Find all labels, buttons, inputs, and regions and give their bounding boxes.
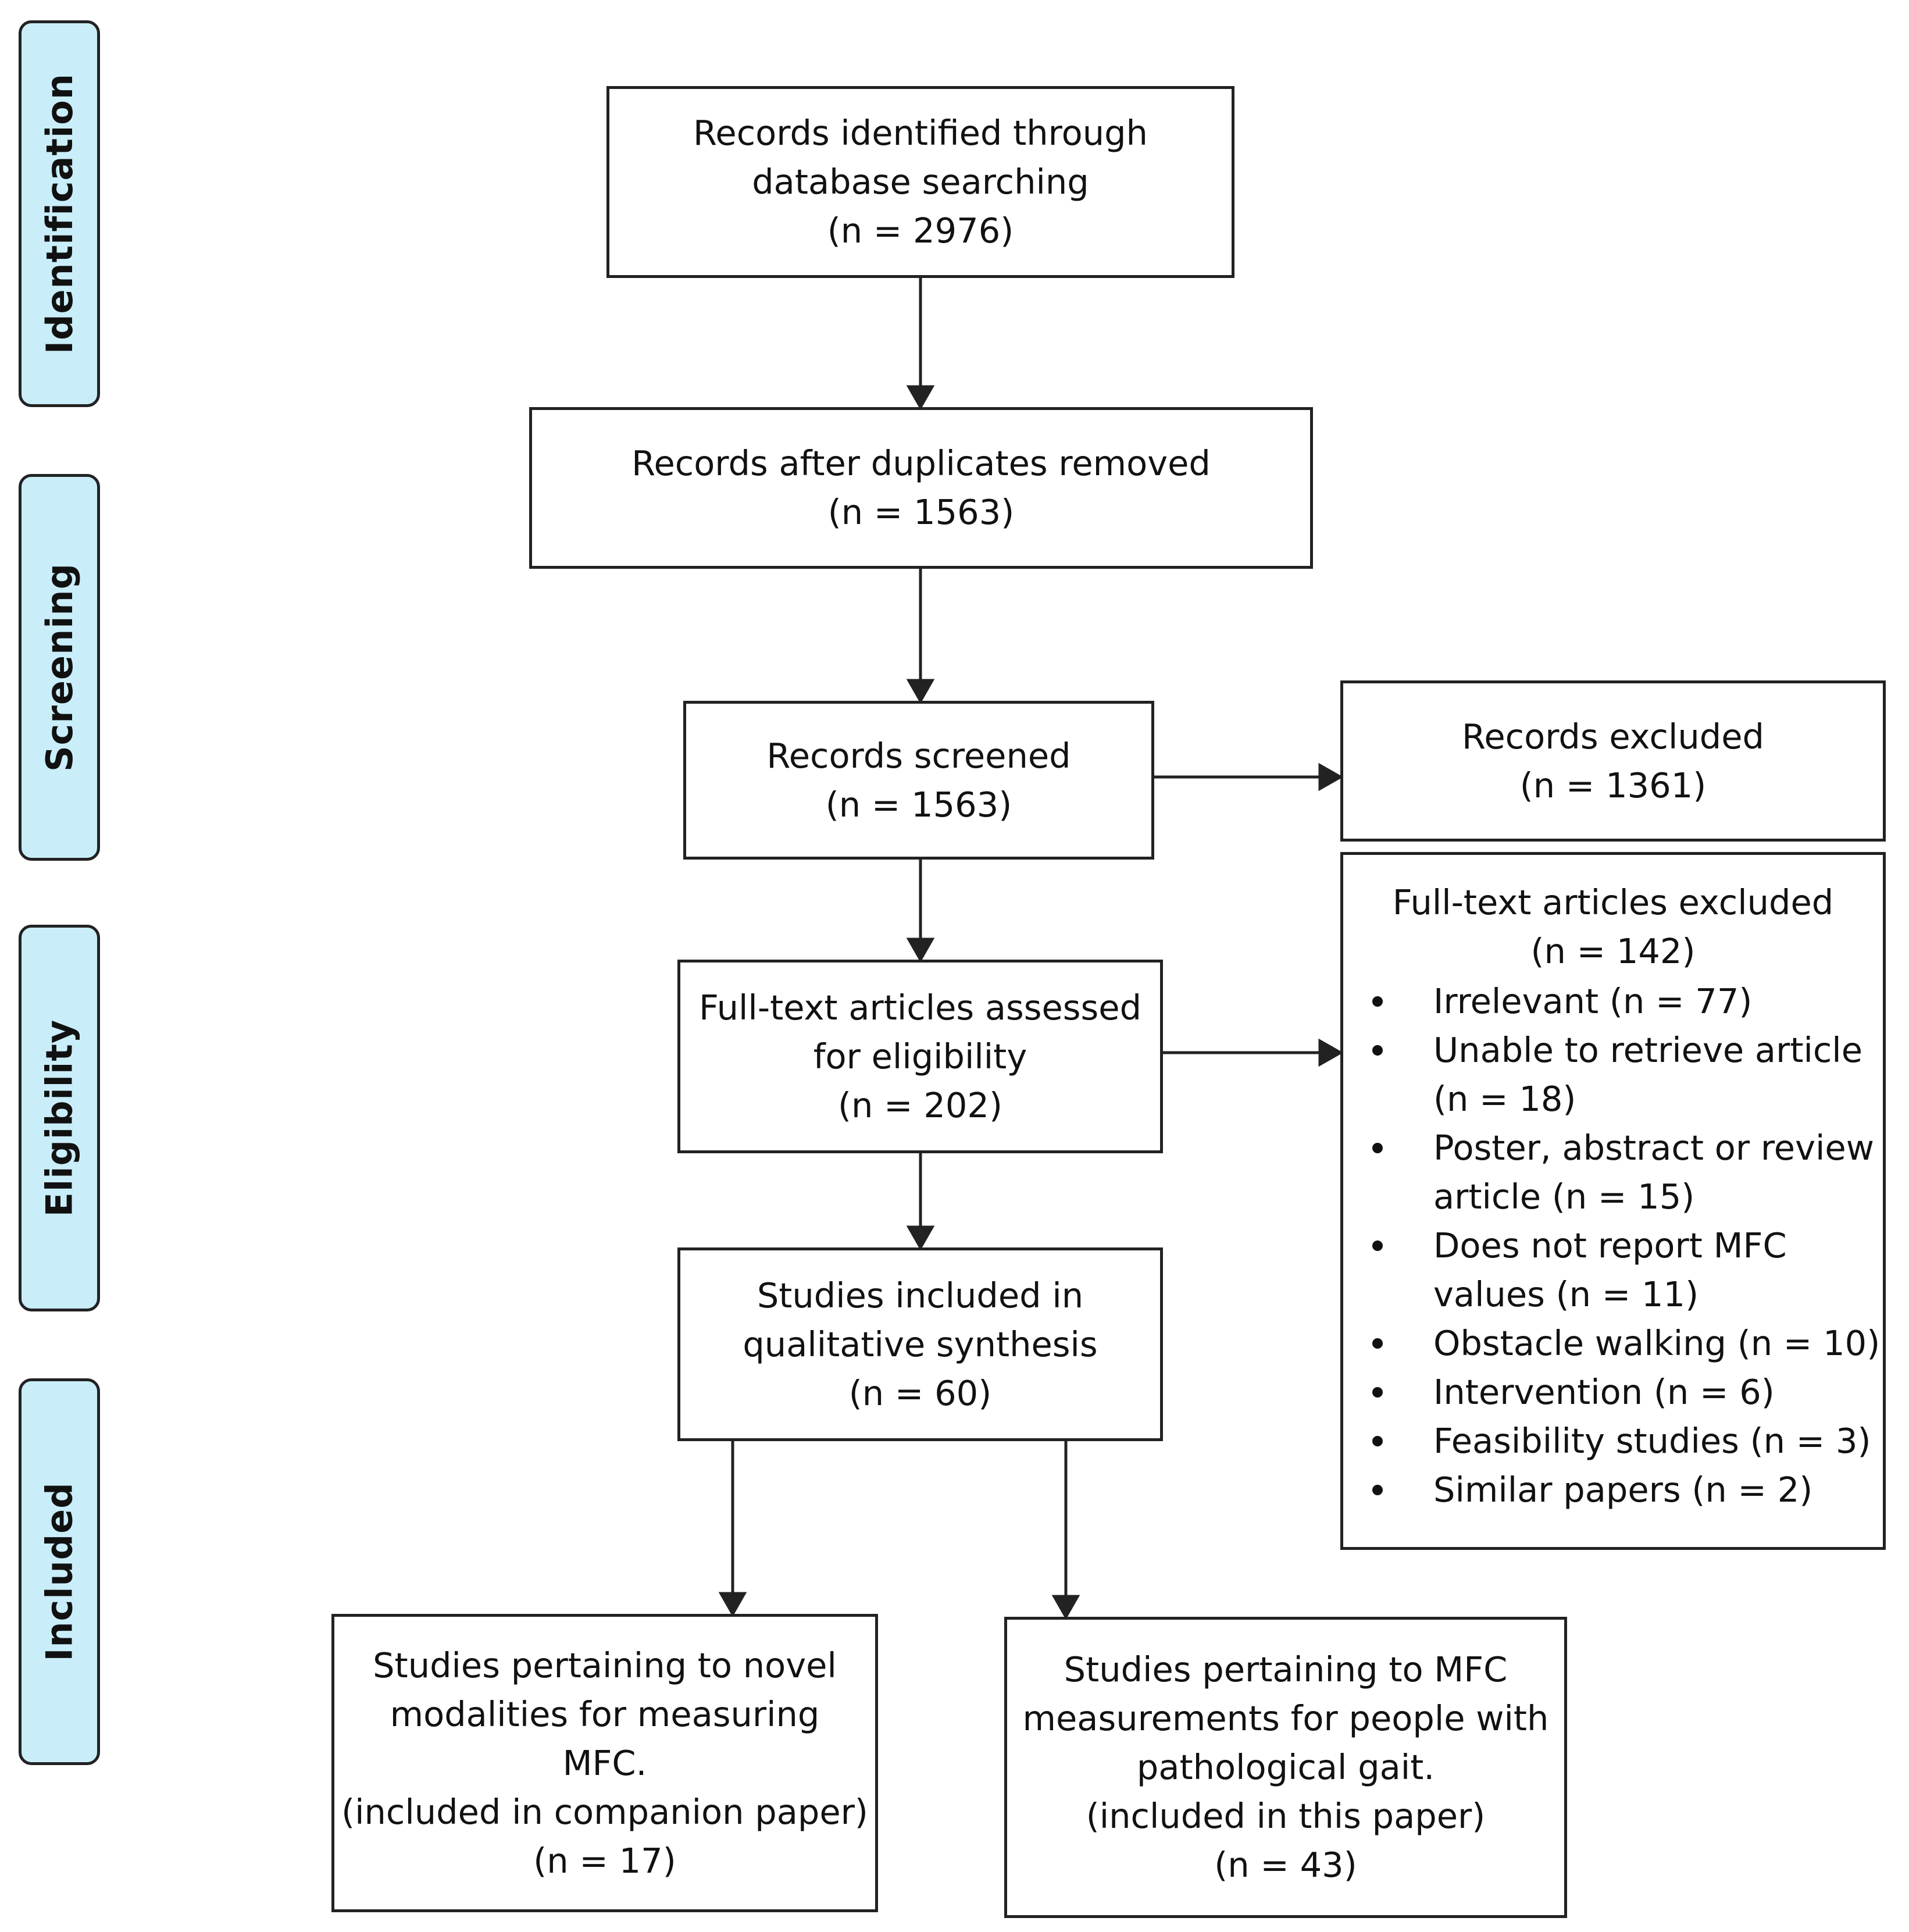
box-line: (n = 17): [533, 1840, 676, 1881]
list-item: Intervention (n = 6): [1343, 1368, 1883, 1417]
phase-identification: Identification: [19, 20, 100, 407]
bullet-icon: [1372, 996, 1383, 1007]
box-line: Records excluded: [1462, 716, 1764, 757]
box-line: Records screened: [766, 735, 1071, 776]
list-item: Similar papers (n = 2): [1343, 1466, 1883, 1514]
reason-line: (n = 18): [1433, 1079, 1576, 1119]
box-line: MFC.: [562, 1742, 647, 1783]
box-line: pathological gait.: [1136, 1747, 1435, 1787]
list-item: Poster, abstract or review article (n = …: [1343, 1124, 1883, 1221]
box-line: (n = 1563): [825, 784, 1012, 825]
reason-line: article (n = 15): [1433, 1177, 1695, 1217]
assessed-box: Full-text articles assessed for eligibil…: [677, 960, 1163, 1153]
bullet-icon: [1372, 1143, 1383, 1153]
phase-included: Included: [19, 1378, 100, 1765]
excluded-count: (n = 142): [1530, 931, 1696, 971]
box-line: Studies included in: [757, 1275, 1084, 1316]
bullet-icon: [1372, 1485, 1383, 1495]
list-item: Does not report MFC values (n = 11): [1343, 1221, 1883, 1319]
bullet-icon: [1372, 1338, 1383, 1349]
reason-line: Intervention (n = 6): [1433, 1372, 1775, 1412]
box-line: (n = 1361): [1519, 765, 1707, 805]
box-line: database searching: [752, 162, 1089, 202]
box-line: for eligibility: [813, 1036, 1027, 1076]
box-line: Full-text articles assessed: [698, 987, 1142, 1028]
excluded-heading: Full-text articles excluded: [1392, 882, 1834, 922]
reason-line: Unable to retrieve article: [1433, 1030, 1862, 1070]
included-box: Studies included in qualitative synthesi…: [677, 1247, 1163, 1441]
box-line: Studies pertaining to novel: [373, 1645, 837, 1685]
reason-line: Poster, abstract or review: [1433, 1128, 1874, 1168]
box-line: Records identified through: [693, 113, 1148, 153]
box-line: qualitative synthesis: [743, 1324, 1098, 1364]
reason-line: Obstacle walking (n = 10): [1433, 1323, 1881, 1363]
fulltext-excluded-box: Full-text articles excluded (n = 142) Ir…: [1340, 852, 1886, 1550]
reason-line: Does not report MFC: [1433, 1225, 1787, 1266]
phase-screening: Screening: [19, 474, 100, 861]
list-item: Feasibility studies (n = 3): [1343, 1417, 1883, 1466]
box-line: (included in companion paper): [341, 1791, 868, 1832]
list-item: Irrelevant (n = 77): [1343, 977, 1883, 1026]
box-line: (included in this paper): [1086, 1796, 1486, 1836]
screened-box: Records screened (n = 1563): [683, 701, 1154, 860]
identified-box: Records identified through database sear…: [606, 86, 1234, 278]
reason-line: Similar papers (n = 2): [1433, 1470, 1813, 1510]
list-item: Unable to retrieve article (n = 18): [1343, 1026, 1883, 1124]
records-excluded-box: Records excluded (n = 1361): [1340, 680, 1886, 842]
deduplicated-box: Records after duplicates removed (n = 15…: [529, 407, 1313, 569]
bullet-icon: [1372, 1241, 1383, 1251]
box-line: Studies pertaining to MFC: [1064, 1649, 1508, 1689]
box-line: (n = 60): [848, 1373, 992, 1413]
box-line: (n = 202): [838, 1085, 1002, 1125]
box-line: modalities for measuring: [390, 1694, 820, 1734]
bullet-icon: [1372, 1436, 1383, 1446]
box-line: (n = 2976): [827, 211, 1014, 251]
phase-eligibility: Eligibility: [19, 925, 100, 1311]
bullet-icon: [1372, 1045, 1383, 1056]
exclusion-reasons-list: Irrelevant (n = 77) Unable to retrieve a…: [1343, 977, 1883, 1514]
reason-line: Irrelevant (n = 77): [1433, 981, 1753, 1021]
reason-line: Feasibility studies (n = 3): [1433, 1421, 1871, 1461]
box-line: (n = 1563): [827, 492, 1015, 532]
box-line: (n = 43): [1214, 1845, 1357, 1885]
box-line: measurements for people with: [1022, 1698, 1549, 1738]
novel-modalities-box: Studies pertaining to novel modalities f…: [331, 1614, 878, 1912]
box-line: Records after duplicates removed: [631, 443, 1211, 483]
bullet-icon: [1372, 1387, 1383, 1398]
list-item: Obstacle walking (n = 10): [1343, 1319, 1883, 1368]
reason-line: values (n = 11): [1433, 1274, 1699, 1314]
pathological-gait-box: Studies pertaining to MFC measurements f…: [1004, 1617, 1567, 1918]
